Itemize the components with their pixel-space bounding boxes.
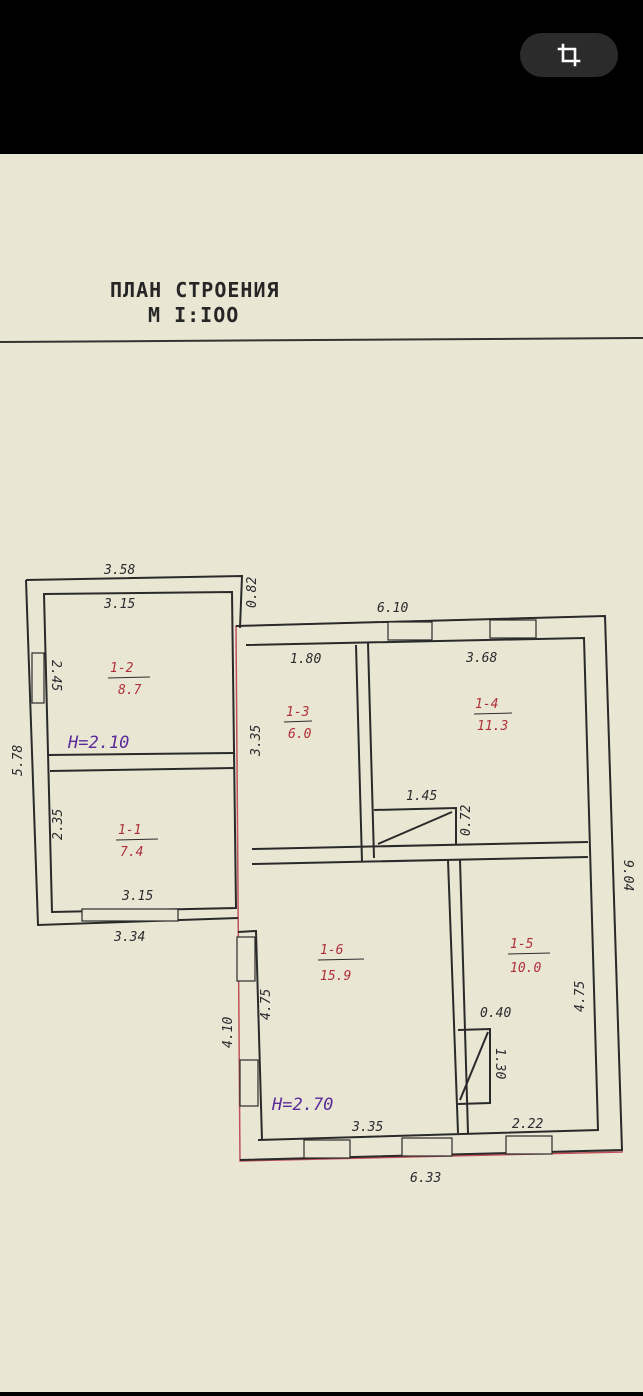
- dim-label: 0.82: [245, 577, 260, 608]
- dim-label: 4.75: [573, 981, 588, 1012]
- dim-label: 2.35: [51, 809, 66, 840]
- dim-label: 1.45: [406, 789, 437, 804]
- room-id: 1-2: [110, 661, 134, 676]
- room-area: 11.3: [477, 719, 508, 734]
- crop-icon: [557, 43, 581, 67]
- room-id: 1-5: [510, 937, 534, 952]
- dim-label: 3.35: [249, 725, 264, 757]
- scanned-floor-plan: ПЛАН СТРОЕНИЯ М I:IOO 3.58 3.15 0.82 6.1: [0, 154, 643, 1392]
- dim-label: 5.78: [11, 745, 26, 776]
- room-id: 1-6: [320, 943, 344, 958]
- dim-label: 4.75: [259, 989, 274, 1020]
- dim-label: 2.45: [48, 660, 63, 691]
- dim-label: 1.30: [492, 1048, 507, 1079]
- room-area: 10.0: [510, 961, 541, 976]
- windows: [31, 619, 553, 1159]
- floor-plan-drawing: ПЛАН СТРОЕНИЯ М I:IOO 3.58 3.15 0.82 6.1: [0, 278, 643, 1186]
- dim-label: 0.72: [459, 805, 474, 836]
- dim-label: 1.80: [290, 652, 321, 667]
- dimension-labels: 3.58 3.15 0.82 6.10 1.80 3.68 2.45 5.78 …: [11, 563, 635, 1186]
- dim-label: 3.68: [465, 651, 497, 666]
- room-labels: 1-2 8.7 1-1 7.4 1-3 6.0 1-4 11.3 1-6 15.…: [110, 661, 541, 984]
- top-bar: [0, 0, 643, 154]
- dim-label: 6.10: [377, 601, 408, 616]
- room-label-rules: [107, 676, 551, 961]
- dim-label: 3.35: [351, 1120, 383, 1135]
- red-outline: [235, 615, 623, 1162]
- height-label-right: H=2.70: [271, 1095, 333, 1115]
- room-area: 6.0: [288, 727, 312, 742]
- right-building-walls: [235, 614, 624, 1161]
- room-area: 7.4: [120, 845, 143, 860]
- left-wing-walls: [25, 574, 244, 927]
- dim-label: 3.34: [113, 930, 145, 945]
- room-area: 8.7: [118, 683, 142, 698]
- dim-label: 3.15: [103, 597, 135, 612]
- dim-label: 3.58: [103, 563, 135, 578]
- room-id: 1-4: [475, 697, 498, 712]
- dim-label: 3.15: [121, 889, 153, 904]
- dim-label: 2.22: [512, 1117, 543, 1132]
- dim-label: 4.10: [221, 1017, 236, 1048]
- room-area: 15.9: [320, 969, 351, 984]
- plan-scale: М I:IOO: [148, 303, 239, 327]
- dim-label: 6.33: [410, 1171, 441, 1186]
- title-rule: [0, 337, 643, 343]
- dim-label: 9.04: [620, 860, 635, 891]
- room-id: 1-1: [118, 823, 141, 838]
- crop-button[interactable]: [520, 33, 618, 77]
- plan-title: ПЛАН СТРОЕНИЯ: [110, 278, 280, 302]
- dim-label: 0.40: [480, 1006, 511, 1021]
- room-id: 1-3: [286, 705, 309, 720]
- height-label-left: H=2.10: [67, 733, 129, 753]
